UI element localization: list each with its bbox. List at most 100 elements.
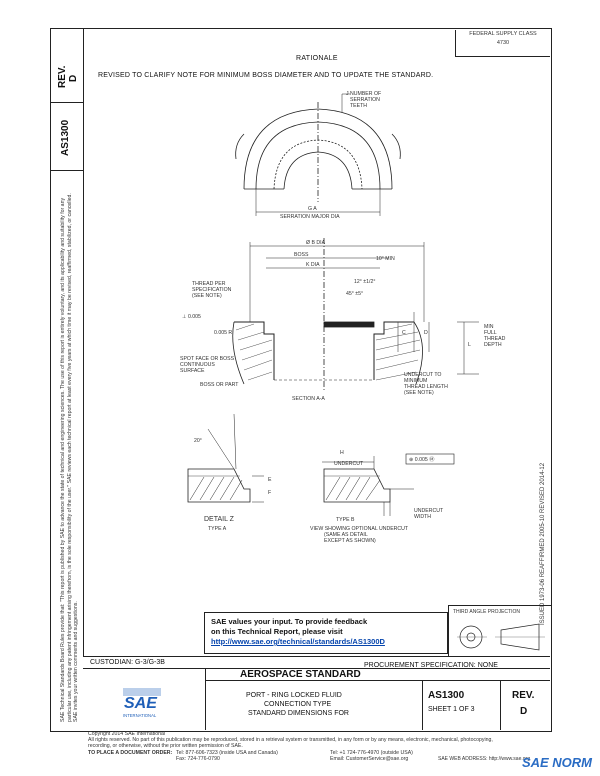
rights-text-2: recording, or otherwise, without the pri…: [88, 743, 243, 749]
fax: Fax: 724-776-0790: [176, 756, 220, 762]
sae-norm-watermark: SAE NORM: [521, 755, 592, 770]
label-undercut-3: THREAD LENGTH: [404, 384, 448, 390]
label-finish: 0.005 R: [214, 330, 232, 336]
procurement-text: PROCUREMENT SPECIFICATION: NONE: [364, 662, 498, 669]
label-l: L: [468, 342, 471, 348]
label-j-teeth-3: TEETH: [350, 103, 367, 109]
feedback-line2: on this Technical Report, please visit: [211, 627, 343, 636]
projection-label: THIRD ANGLE PROJECTION: [453, 609, 520, 615]
email[interactable]: Email: CustomerService@sae.org: [330, 756, 409, 762]
label-type-a: TYPE A: [208, 526, 227, 532]
title-rev-label: REV.: [512, 690, 535, 701]
label-spot-face-1: SPOT FACE OR BOSS: [180, 356, 235, 362]
tel-int: Tel: +1 724-776-4970 (outside USA): [330, 750, 413, 756]
label-full-thread-1: MIN: [484, 324, 494, 330]
label-serration-major: SERRATION MAJOR DIA: [280, 214, 340, 220]
label-tolerance: ⊕ 0.005 Ⓜ: [409, 455, 434, 463]
web-address[interactable]: SAE WEB ADDRESS: http://www.sae.org: [438, 756, 530, 762]
sae-logo: SAE INTERNATIONAL: [120, 684, 164, 720]
tel-us: Tel: 877-606-7323 (inside USA and Canada…: [176, 750, 278, 756]
label-undercut-width-2: WIDTH: [414, 514, 431, 520]
label-undercut-width-1: UNDERCUT: [414, 508, 444, 514]
label-45-deg: 45° ±5°: [346, 291, 363, 297]
custodian-text: CUSTODIAN: G-3/G-3B: [90, 659, 165, 666]
label-full-thread-2: FULL: [484, 330, 497, 336]
label-20-deg: 20°: [194, 438, 202, 444]
label-view-2: (SAME AS DETAIL: [324, 532, 368, 538]
label-undercut-1: UNDERCUT TO: [404, 372, 441, 378]
label-g: G A: [308, 206, 317, 212]
label-type-b: TYPE B: [336, 517, 355, 523]
label-undercut-4: (SEE NOTE): [404, 390, 434, 396]
label-thread-3: (SEE NOTE): [192, 293, 222, 299]
rights-text: All rights reserved. No part of this pub…: [88, 737, 493, 743]
federal-supply-class: FEDERAL SUPPLY CLASS 4730: [455, 30, 550, 57]
label-undercut: UNDERCUT: [334, 461, 364, 467]
label-j-teeth-1: J NUMBER OF: [346, 91, 381, 97]
logo-text: SAE: [124, 695, 158, 712]
title-row-rule: [205, 680, 550, 681]
label-f: F: [268, 490, 271, 496]
doc-number-vertical: AS1300: [60, 119, 71, 156]
label-b-dia: Ø B DIA: [306, 240, 326, 246]
label-thread-2: SPECIFICATION: [192, 287, 232, 293]
title-doc-number: AS1300: [428, 690, 465, 701]
label-thread-1: THREAD PER: [192, 281, 226, 287]
divider-2: [422, 680, 423, 730]
label-spot-face-2: CONTINUOUS: [180, 362, 215, 368]
type-b-hatching: [325, 476, 381, 501]
feedback-line1: SAE values your input. To provide feedba…: [211, 617, 368, 626]
technical-drawing: J NUMBER OF SERRATION TEETH G A SERRATIO…: [180, 91, 506, 544]
label-h: H: [340, 450, 344, 456]
divider-3: [500, 680, 501, 730]
label-d: D: [424, 330, 428, 336]
label-10-min: 10° MIN: [376, 256, 395, 262]
feedback-box: SAE values your input. To provide feedba…: [204, 612, 448, 654]
rationale-text: REVISED TO CLARIFY NOTE FOR MINIMUM BOSS…: [98, 72, 434, 79]
label-perpendicularity: ⊥ 0.005: [182, 314, 201, 320]
logo-subtext: INTERNATIONAL: [123, 713, 157, 718]
legal-text: SAE Technical Standards Board Rules prov…: [60, 193, 79, 722]
label-undercut-2: MINIMUM: [404, 378, 427, 384]
sheet-text: SHEET 1 OF 3: [428, 706, 475, 713]
federal-line2: 4730: [496, 40, 510, 46]
label-j-teeth-2: SERRATION: [350, 97, 380, 103]
label-full-thread-4: DEPTH: [484, 342, 502, 348]
label-section: SECTION A-A: [292, 396, 325, 402]
thread-hatch: [323, 321, 375, 328]
title-line2: CONNECTION TYPE: [264, 701, 332, 708]
doc-number-box: AS1300: [50, 102, 83, 171]
divider-1: [205, 668, 206, 730]
projection-box: THIRD ANGLE PROJECTION: [448, 605, 551, 657]
copyright-text: Copyright 2014 SAE International: [88, 731, 165, 737]
title-block-rule-2: [83, 668, 550, 669]
title-block-top-rule: [83, 656, 550, 657]
feedback-link[interactable]: http://www.sae.org/technical/standards/A…: [211, 637, 385, 646]
title-line3: STANDARD DIMENSIONS FOR: [248, 710, 349, 717]
label-12-deg: 12° ±1/2°: [354, 279, 375, 285]
title-line1: PORT - RING LOCKED FLUID: [246, 692, 342, 699]
sae-logo-icon: SAE INTERNATIONAL: [123, 688, 161, 718]
rev-box: REV. D: [50, 28, 83, 103]
label-spot-face-3: SURFACE: [180, 368, 205, 374]
federal-line1: FEDERAL SUPPLY CLASS: [469, 31, 537, 37]
detail-hatching: [189, 476, 243, 501]
label-detail-z: DETAIL Z: [204, 516, 235, 523]
label-view-3: EXCEPT AS SHOWN): [324, 538, 376, 544]
label-k-dia: K DIA: [306, 262, 320, 268]
projection-symbol: [457, 623, 545, 651]
label-boss: BOSS: [294, 252, 309, 258]
label-full-thread-3: THREAD: [484, 336, 506, 342]
label-boss-part: BOSS OR PART: [200, 382, 239, 388]
rationale-title: RATIONALE: [296, 55, 338, 62]
drawing-frame: [50, 28, 552, 732]
serration-outer-arc: [243, 108, 393, 190]
label-e: E: [268, 477, 272, 483]
label-c: C: [402, 330, 406, 336]
rev-value: D: [68, 74, 79, 82]
rev-label: REV.: [57, 65, 68, 88]
label-view-1: VIEW SHOWING OPTIONAL UNDERCUT: [310, 526, 409, 532]
left-strip: [50, 28, 84, 656]
title-rev-value: D: [520, 706, 528, 717]
aerospace-standard: AEROSPACE STANDARD: [240, 669, 361, 680]
